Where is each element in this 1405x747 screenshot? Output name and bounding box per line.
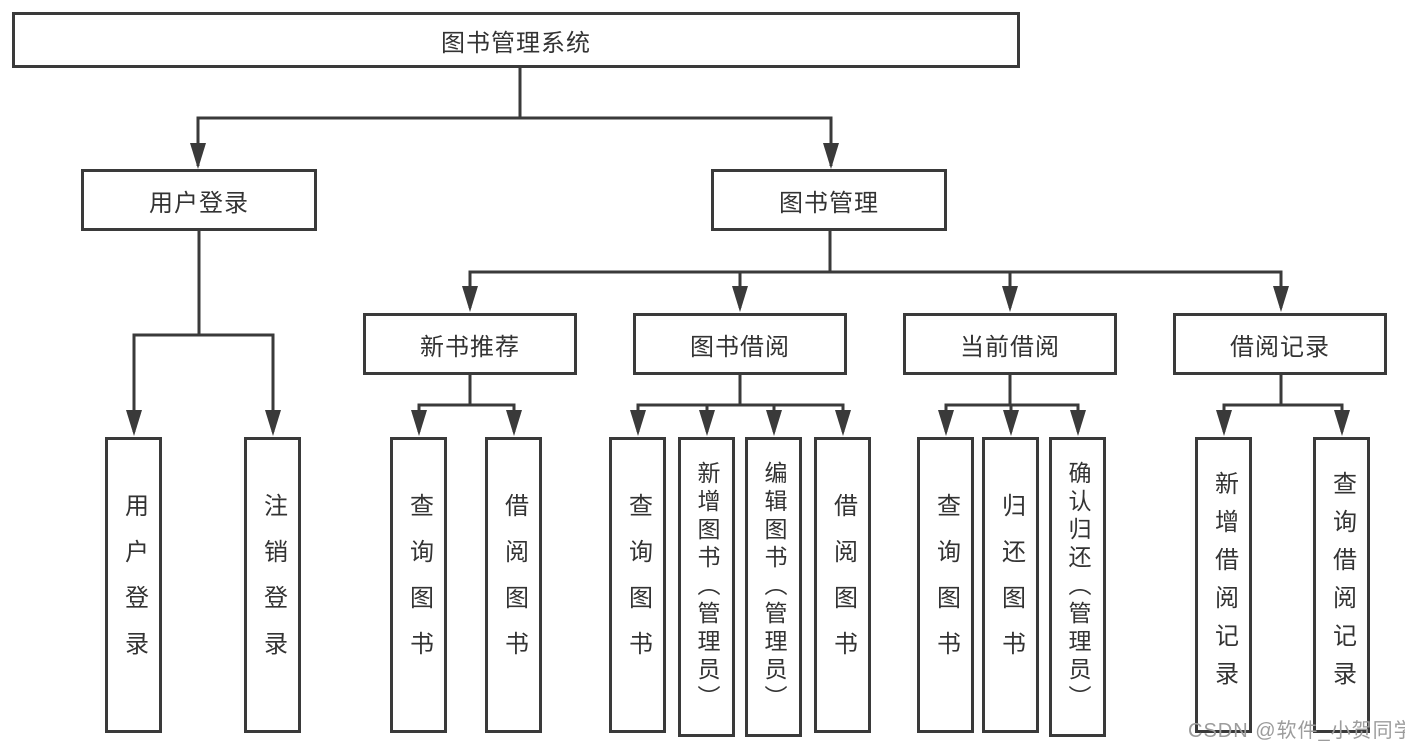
node-label: 确认归还（管理员） [1065,461,1091,713]
node-label: 借阅记录 [1230,333,1330,361]
node-new-book-recommendation: 新书推荐 [363,313,577,375]
node-borrow-books-leaf-borrowing: 借阅图书 [814,437,871,733]
node-user-login-leaf: 用户登录 [105,437,162,733]
node-book-management: 图书管理 [711,169,947,231]
connector-line-group [132,68,1344,432]
node-label: 查询图书 [932,493,960,677]
node-label: 查询借阅记录 [1328,471,1356,699]
node-label: 查询图书 [624,493,652,677]
csdn-watermark: CSDN @软件_小贺同学 [1188,720,1405,742]
node-add-book-admin-leaf: 新增图书（管理员） [678,437,735,737]
node-query-books-leaf-current: 查询图书 [917,437,974,733]
node-label: 查询图书 [405,493,433,677]
node-label: 新书推荐 [420,333,520,361]
node-label: 用户登录 [120,493,148,677]
node-edit-book-admin-leaf: 编辑图书（管理员） [745,437,802,737]
node-query-books-leaf-borrowing: 查询图书 [609,437,666,733]
node-label: 图书借阅 [690,333,790,361]
node-label: 图书管理 [779,189,879,217]
node-label: 归还图书 [997,493,1025,677]
node-book-borrowing: 图书借阅 [633,313,847,375]
node-user-login: 用户登录 [81,169,317,231]
node-label: 编辑图书（管理员） [761,461,787,713]
node-library-management-system: 图书管理系统 [12,12,1020,68]
node-confirm-return-admin-leaf: 确认归还（管理员） [1049,437,1106,737]
node-add-borrow-record-leaf: 新增借阅记录 [1195,437,1252,733]
node-label: 用户登录 [149,189,249,217]
node-query-books-leaf-recommend: 查询图书 [390,437,447,733]
node-label: 借阅图书 [829,493,857,677]
node-query-borrow-record-leaf: 查询借阅记录 [1313,437,1370,733]
node-label: 当前借阅 [960,333,1060,361]
node-logout-login-leaf: 注销登录 [244,437,301,733]
node-label: 图书管理系统 [441,29,591,57]
node-return-book-leaf: 归还图书 [982,437,1039,733]
arrowhead-group [126,143,1350,436]
node-label: 新增图书（管理员） [694,461,720,713]
node-borrow-books-leaf-recommend: 借阅图书 [485,437,542,733]
node-label: 新增借阅记录 [1210,471,1238,699]
node-label: 借阅图书 [500,493,528,677]
node-borrowing-records: 借阅记录 [1173,313,1387,375]
node-current-borrowing: 当前借阅 [903,313,1117,375]
node-label: 注销登录 [259,493,287,677]
